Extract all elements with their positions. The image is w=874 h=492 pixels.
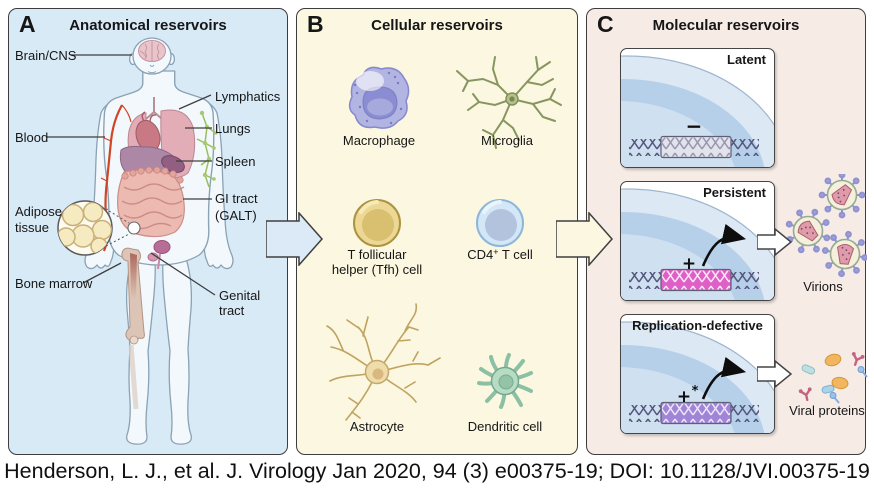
label-brain-cns: Brain/CNS (15, 48, 77, 63)
label-cd4-post: T cell (498, 247, 533, 262)
virions-illustration (785, 174, 867, 278)
panel-a-title: Anatomical reservoirs (69, 17, 227, 34)
virion (818, 174, 866, 219)
label-viral-proteins: Viral proteins (789, 403, 865, 418)
label-persistent: Persistent (703, 185, 766, 200)
adipose-inset (57, 200, 141, 256)
panel-molecular-reservoirs: C Molecular reservoirs − (586, 8, 868, 455)
expression-arrow (701, 223, 747, 267)
label-blood: Blood (15, 130, 49, 145)
protein-orange (824, 353, 849, 390)
partial-plus-sign: + (677, 387, 691, 407)
label-adipose-1: Adipose (15, 204, 62, 219)
face-marks (147, 64, 157, 74)
virion (821, 230, 867, 278)
microglia-illustration (456, 56, 562, 149)
label-tfh-line2: helper (Tfh) cell (331, 262, 423, 278)
label-cd4-pre: CD4 (467, 247, 494, 262)
output-arrow-virions (757, 227, 793, 257)
label-latent: Latent (727, 52, 766, 67)
label-lymphatics: Lymphatics (215, 89, 281, 104)
asterisk-sign: * (692, 384, 699, 399)
persistent-cell-art: + (621, 188, 774, 300)
astrocyte-illustration (326, 303, 441, 421)
panel-c-title: Molecular reservoirs (652, 17, 800, 34)
panel-c-letter: C (597, 11, 614, 37)
cell-illustrations (326, 56, 562, 421)
molbox-latent: − Latent (620, 48, 775, 168)
protein-pink-y (798, 352, 865, 402)
label-replication-defective: Replication-defective (632, 318, 763, 333)
femur-bone (121, 247, 145, 410)
label-cd4-sup: + (493, 247, 499, 257)
human-body-illustration (46, 37, 234, 445)
label-astrocyte: Astrocyte (349, 419, 405, 434)
label-microglia: Microglia (480, 133, 533, 148)
label-galt: (GALT) (215, 208, 257, 223)
label-cd4-t-cell: CD4+ T cell (435, 247, 565, 262)
flow-arrow-b-to-c (556, 212, 614, 266)
protein-capsule (801, 364, 835, 394)
panel-b-title: Cellular reservoirs (371, 17, 503, 34)
molbox-replication-defective: + * Replication-defective (620, 314, 775, 434)
active-plus-sign: + (682, 254, 696, 274)
protein-lollipop (829, 366, 868, 404)
label-bone-marrow: Bone marrow (15, 276, 93, 291)
label-tfh-line1: T follicular (347, 247, 407, 262)
label-adipose-2: tissue (15, 220, 49, 235)
brain (138, 40, 166, 62)
molbox-persistent: + Persistent (620, 181, 775, 301)
cd4-t-cell-illustration (476, 199, 524, 247)
tfh-cell-illustration (353, 199, 401, 247)
heart (135, 111, 161, 153)
output-arrow-proteins (757, 359, 793, 389)
label-gi-tract: GI tract (215, 191, 258, 206)
label-dendritic-cell: Dendritic cell (467, 419, 543, 434)
panel-a-letter: A (19, 11, 36, 37)
panel-cellular-reservoirs: B Cellular reservoirs (296, 8, 578, 455)
label-lungs: Lungs (215, 121, 251, 136)
flow-arrow-a-to-b (266, 212, 324, 266)
macrophage-illustration (348, 66, 410, 129)
virion (785, 208, 831, 254)
lymphatics-vessels (196, 110, 218, 188)
label-virions: Virions (803, 279, 843, 294)
panel-anatomical-reservoirs: A Anatomical reservoirs (8, 8, 288, 455)
label-macrophage: Macrophage (342, 133, 416, 148)
spleen (161, 155, 185, 173)
expression-arrow (701, 356, 747, 400)
dendritic-cell-illustration (477, 353, 533, 409)
label-genital-tract: Genital tract (219, 288, 261, 319)
label-spleen: Spleen (215, 154, 256, 169)
silent-minus-sign: − (686, 114, 703, 138)
repdef-cell-art: + * (621, 321, 774, 433)
latent-cell-art: − (621, 55, 774, 167)
panel-b-letter: B (307, 11, 324, 37)
viral-proteins-illustration (798, 352, 868, 404)
genital-organs (147, 240, 171, 270)
intestines (117, 166, 185, 238)
citation-text: Henderson, L. J., et al. J. Virology Jan… (4, 459, 870, 483)
leader-lines (46, 54, 216, 296)
